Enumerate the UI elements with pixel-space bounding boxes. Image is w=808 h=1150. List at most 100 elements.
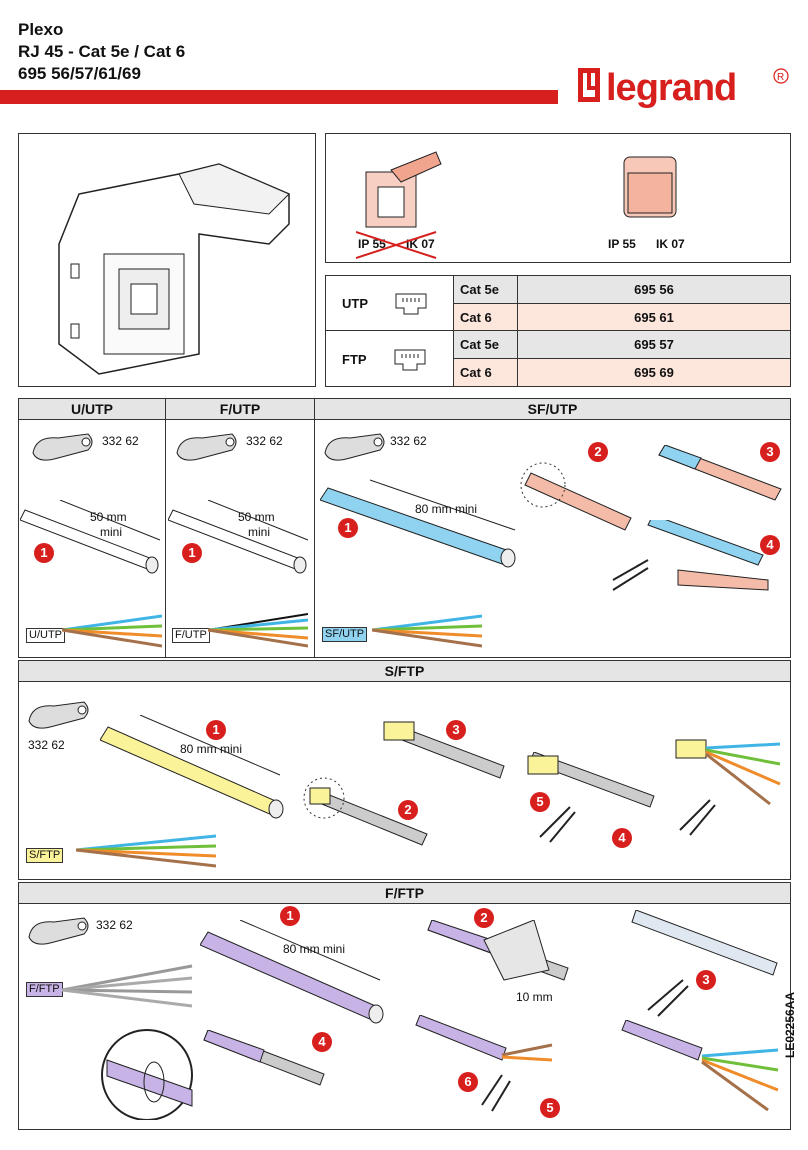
step-badge-5: 5 (530, 792, 550, 812)
step-badge-4: 4 (612, 828, 632, 848)
measure-10mm: 10 mm (516, 990, 553, 1004)
ik-rating: IK 07 (656, 237, 685, 251)
header-red-bar (0, 90, 558, 104)
utp-group: UTP (326, 276, 454, 331)
pairs-separate-illustration (675, 739, 781, 836)
svg-text:legrand: legrand (606, 67, 736, 109)
row-4-cat: Cat 6 (454, 359, 518, 386)
tool-reference: 332 62 (102, 434, 139, 448)
tool-reference: 332 62 (246, 434, 283, 448)
stripping-tool-icon (28, 701, 89, 729)
pairs-illustration (372, 614, 482, 648)
foil-fold-illustration (427, 920, 569, 981)
rating-box: IP 55 IK 07 IP 55 IK 07 (325, 133, 791, 263)
section-f-ftp: F/FTP (18, 882, 791, 904)
row-2-cat: Cat 6 (454, 304, 518, 331)
tool-reference: 332 62 (390, 434, 427, 448)
foil-cut-illustration (612, 520, 769, 591)
socket-open-icon (365, 151, 442, 228)
measure-80mm: 80 mm mini (415, 502, 478, 516)
foil-cable-illustration (658, 445, 782, 501)
cable-tag-f-utp: F/UTP (172, 628, 210, 643)
row-3-cat: Cat 5e (454, 331, 518, 359)
stripping-tool-icon (32, 433, 93, 461)
section-sf-utp: SF/UTP (314, 398, 791, 420)
divider (314, 420, 315, 658)
measure-80mm: 80 mm mini (283, 942, 346, 956)
tool-reference: 332 62 (96, 918, 133, 932)
cable-tag-sf-utp: SF/UTP (322, 627, 368, 642)
ftp-label: FTP (342, 351, 367, 367)
ip-rating: IP 55 (608, 237, 636, 251)
section-f-utp: F/UTP (165, 398, 315, 420)
measure-80mm: 80 mm mini (180, 742, 243, 756)
step-badge-1: 1 (182, 543, 202, 563)
step-badge-5: 5 (540, 1098, 560, 1118)
rj45-ftp-icon (394, 349, 426, 371)
stripping-tool-icon (324, 433, 385, 461)
measure-50mm: 50 mm (238, 510, 275, 524)
row-3-code: 695 57 (518, 331, 790, 359)
step-badge-6: 6 (458, 1072, 478, 1092)
section-s-ftp: S/FTP (18, 660, 791, 682)
step-badge-1: 1 (206, 720, 226, 740)
cable-sf-utp (320, 479, 516, 568)
foil-cut-illustration (631, 910, 778, 1017)
product-illustration-box (18, 133, 316, 387)
step-badge-1: 1 (280, 906, 300, 926)
crossed-ik-rating: IK 07 (406, 237, 435, 251)
step-badge-1: 1 (34, 543, 54, 563)
row-1-cat: Cat 5e (454, 276, 518, 304)
cross-out-icon (356, 231, 437, 259)
ftp-group: FTP (326, 331, 454, 387)
product-reference-table: UTP FTP Cat 5e 695 56 Cat 6 695 61 Cat 5… (325, 275, 791, 387)
drain-wrap-illustration (415, 1015, 553, 1112)
step-badge-3: 3 (446, 720, 466, 740)
step-badge-4: 4 (312, 1032, 332, 1052)
pairs-illustration (76, 834, 216, 868)
pairs-separate-illustration (621, 1020, 779, 1112)
braid-fold-illustration (520, 462, 632, 531)
step-badge-2: 2 (474, 908, 494, 928)
pairs-illustration (208, 613, 308, 648)
rj45-utp-icon (395, 293, 427, 315)
step-badge-4: 4 (760, 535, 780, 555)
stripping-tool-icon (28, 917, 89, 945)
step-badge-1: 1 (338, 518, 358, 538)
detail-magnifier-illustration (101, 1029, 193, 1120)
pairs-illustration (62, 614, 162, 648)
legrand-logo: legrand R (578, 62, 792, 114)
row-2-code: 695 61 (518, 304, 790, 331)
cable-f-utp (168, 500, 309, 574)
drain-wire-illustration (203, 1030, 325, 1086)
crossed-ip-rating: IP 55 (358, 237, 386, 251)
socket-closed-icon (623, 156, 677, 218)
step-badge-2: 2 (398, 800, 418, 820)
socket-illustration (58, 163, 290, 375)
doc-subtitle: RJ 45 - Cat 5e / Cat 6 (18, 42, 186, 61)
cable-u-utp (20, 500, 161, 574)
cable-tag-u-utp: U/UTP (26, 628, 65, 643)
pairs-illustration (62, 964, 193, 1008)
cable-tag-f-ftp: F/FTP (26, 982, 63, 997)
svg-text:R: R (777, 72, 784, 83)
section-u-utp: U/UTP (18, 398, 166, 420)
cable-s-ftp (100, 715, 284, 819)
shield-twist-illustration (383, 721, 505, 779)
measure-50mm: 50 mm (90, 510, 127, 524)
tool-reference: 332 62 (28, 738, 65, 752)
cable-tag-s-ftp: S/FTP (26, 848, 64, 863)
measure-mini: mini (100, 525, 123, 539)
doc-references: 695 56/57/61/69 (18, 64, 141, 83)
shield-cut-illustration (527, 752, 655, 843)
cable-f-ftp (200, 920, 384, 1024)
row-4-code: 695 69 (518, 359, 790, 386)
utp-label: UTP (342, 295, 368, 311)
measure-mini: mini (248, 525, 271, 539)
row-1-code: 695 56 (518, 276, 790, 304)
step-badge-2: 2 (588, 442, 608, 462)
braid-fold-illustration (303, 777, 428, 846)
step-badge-3: 3 (760, 442, 780, 462)
divider (165, 420, 166, 658)
stripping-tool-icon (176, 433, 237, 461)
